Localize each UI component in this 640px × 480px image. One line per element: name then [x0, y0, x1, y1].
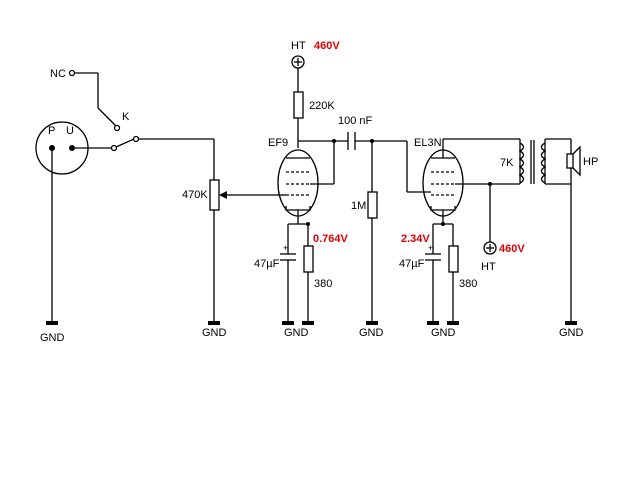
cathode1-voltage: 0.764V: [313, 233, 349, 245]
cathode1-cap-polarity: +: [283, 243, 288, 253]
ht-supply-top: HT 460V: [291, 40, 340, 92]
tube1-label: EF9: [268, 137, 288, 149]
nc-label: NC: [50, 68, 66, 80]
grid-resistor-label: 1M: [351, 200, 366, 212]
output-transformer: 7K: [500, 138, 571, 185]
tube-ef9: EF9: [268, 137, 335, 224]
cathode2-voltage: 2.34V: [401, 233, 430, 245]
ht-supply-right: 460V HT: [481, 184, 525, 273]
speaker-label: HP: [583, 156, 598, 168]
gnd-label-stage1: GND: [284, 327, 309, 339]
pickup-label-u: U: [66, 125, 74, 137]
input-pickup: P U: [35, 121, 112, 322]
coupling-cap-label: 100 nF: [338, 115, 373, 127]
gnd-label-pot: GND: [202, 327, 227, 339]
ht-right-voltage: 460V: [499, 243, 525, 255]
ht-top-voltage: 460V: [314, 40, 340, 52]
gnd-label-output: GND: [559, 327, 584, 339]
cathode1-res-label: 380: [314, 278, 332, 290]
ht-right-label: HT: [481, 261, 496, 273]
cathode2-res-label: 380: [459, 278, 477, 290]
pot-label: 470K: [182, 189, 208, 201]
volume-pot: 470K: [182, 139, 275, 322]
gnd-label-grid: GND: [359, 327, 384, 339]
gnd-label-stage2: GND: [431, 327, 456, 339]
grid-resistor-1m: 1M: [351, 141, 378, 322]
coupling-capacitor: 100 nF: [298, 115, 407, 150]
transformer-label: 7K: [500, 157, 514, 169]
cathode-network-1: 0.764V + 47µF 380: [254, 222, 349, 322]
speaker: HP: [566, 139, 598, 322]
gnd-label-input: GND: [40, 332, 65, 344]
tube-el3n: EL3N: [406, 137, 520, 224]
plate-resistor-220k: 220K: [293, 91, 335, 148]
input-switch: NC K: [50, 68, 214, 152]
tube2-label: EL3N: [414, 137, 442, 149]
cathode-network-2: 2.34V + 47µF 380: [399, 222, 477, 322]
ht-top-label: HT: [291, 40, 306, 52]
cathode2-cap-polarity: +: [428, 243, 433, 253]
switch-label-k: K: [122, 111, 130, 123]
cathode1-cap-label: 47µF: [254, 258, 280, 270]
pickup-label-p: P: [48, 125, 55, 137]
cathode2-cap-label: 47µF: [399, 258, 425, 270]
plate-resistor-label: 220K: [309, 100, 335, 112]
